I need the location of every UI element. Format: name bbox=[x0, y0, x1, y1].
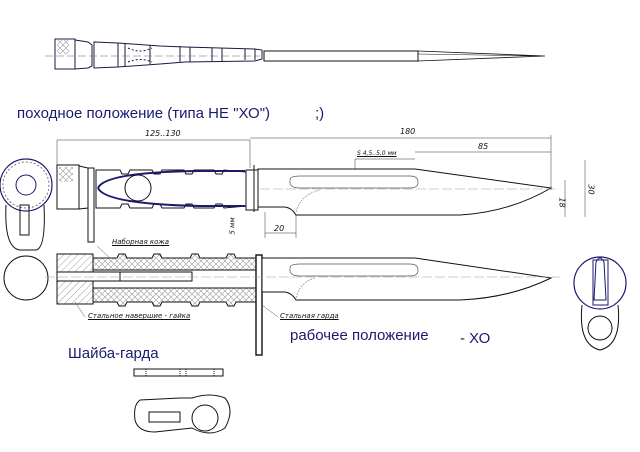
working-position-title: рабочее положение bbox=[290, 327, 429, 344]
stowed-view bbox=[45, 38, 546, 70]
washer-end-view bbox=[0, 158, 53, 301]
stowed-title-smile: ;) bbox=[315, 105, 325, 122]
working-side-view bbox=[56, 135, 586, 243]
working-position-suffix: - ХО bbox=[460, 330, 491, 347]
note-pommel-nut: Стальное навершие - гайка bbox=[88, 312, 191, 320]
dim-tip-height: 18 bbox=[557, 197, 567, 208]
note-guard: Стальная гарда bbox=[280, 312, 339, 320]
stowed-title-text: походное положение (типа НЕ "ХО") bbox=[17, 105, 271, 122]
guard-end-view bbox=[573, 256, 627, 351]
dim-gap: 5 мм bbox=[228, 217, 237, 235]
dim-blade-length: 180 bbox=[400, 127, 416, 136]
stowed-position-title: походное положение (типа НЕ "ХО") bbox=[17, 105, 270, 122]
working-section-view bbox=[45, 245, 560, 356]
note-leather: Наборная кожа bbox=[112, 238, 170, 246]
dim-thickness: S 4,5..5,0 мм bbox=[357, 150, 397, 157]
dim-handle-length: 125..130 bbox=[145, 129, 181, 138]
washer-guard-title: Шайба-гарда bbox=[68, 345, 159, 362]
washer-plate bbox=[133, 368, 231, 434]
dim-blade-width: 30 bbox=[586, 184, 596, 195]
dim-blade-edge: 85 bbox=[478, 142, 489, 151]
dim-ricasso: 20 bbox=[274, 224, 285, 233]
